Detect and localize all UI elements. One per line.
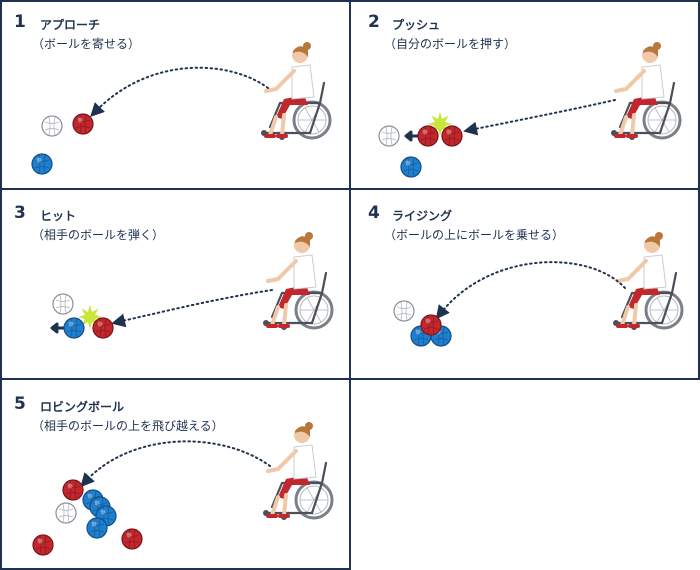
panel-2-title: プッシュ <box>392 18 441 32</box>
red-ball-5a <box>62 479 84 501</box>
red-ball-1 <box>72 113 94 135</box>
panel-rising <box>349 188 700 380</box>
panel-3-number: 3 <box>14 203 26 223</box>
red-ball-2b <box>441 125 463 147</box>
white-jack-ball-5 <box>55 502 77 524</box>
blue-ball-1 <box>31 153 53 175</box>
trajectory-2 <box>463 99 616 136</box>
blue-ball-3 <box>63 317 85 339</box>
athlete-5 <box>263 422 334 520</box>
panel-1-subtitle: （ボールを寄せる） <box>32 37 141 51</box>
white-jack-ball-1 <box>41 115 63 137</box>
panel-4-subtitle: （ボールの上にボールを乗せる） <box>384 228 565 242</box>
trajectory-5 <box>80 440 271 488</box>
red-ball-5c <box>121 528 143 550</box>
blue-ball-2 <box>400 156 422 178</box>
red-ball-5b <box>32 534 54 556</box>
panel-5-title: ロビングボール <box>40 400 125 414</box>
trajectory-1 <box>90 66 269 118</box>
white-jack-ball-3 <box>52 293 74 315</box>
panel-5-number: 5 <box>14 394 26 414</box>
panel-3-title: ヒット <box>40 209 77 223</box>
athlete-2 <box>611 42 682 140</box>
panel-1-number: 1 <box>14 12 26 32</box>
red-ball-3 <box>92 317 114 339</box>
panel-2-subtitle: （自分のボールを押す） <box>384 37 517 51</box>
panel-2-number: 2 <box>368 12 380 32</box>
athlete-1 <box>261 42 332 140</box>
trajectory-4 <box>435 261 626 320</box>
panel-4-number: 4 <box>368 203 380 223</box>
panel-1-title: アプローチ <box>40 18 101 32</box>
athlete-3 <box>263 232 334 330</box>
blue-ball-5d <box>86 517 108 539</box>
panel-5-subtitle: （相手のボールの上を飛び越える） <box>32 419 224 433</box>
panel-lobbing <box>0 378 351 570</box>
trajectory-3 <box>111 289 273 328</box>
white-jack-ball-4 <box>393 300 415 322</box>
white-jack-ball-2 <box>378 125 400 147</box>
red-ball-2a <box>417 125 439 147</box>
panel-4-title: ライジング <box>392 209 453 223</box>
red-ball-4 <box>420 314 442 336</box>
panel-3-subtitle: （相手のボールを弾く） <box>32 228 165 242</box>
athlete-4 <box>613 232 684 330</box>
